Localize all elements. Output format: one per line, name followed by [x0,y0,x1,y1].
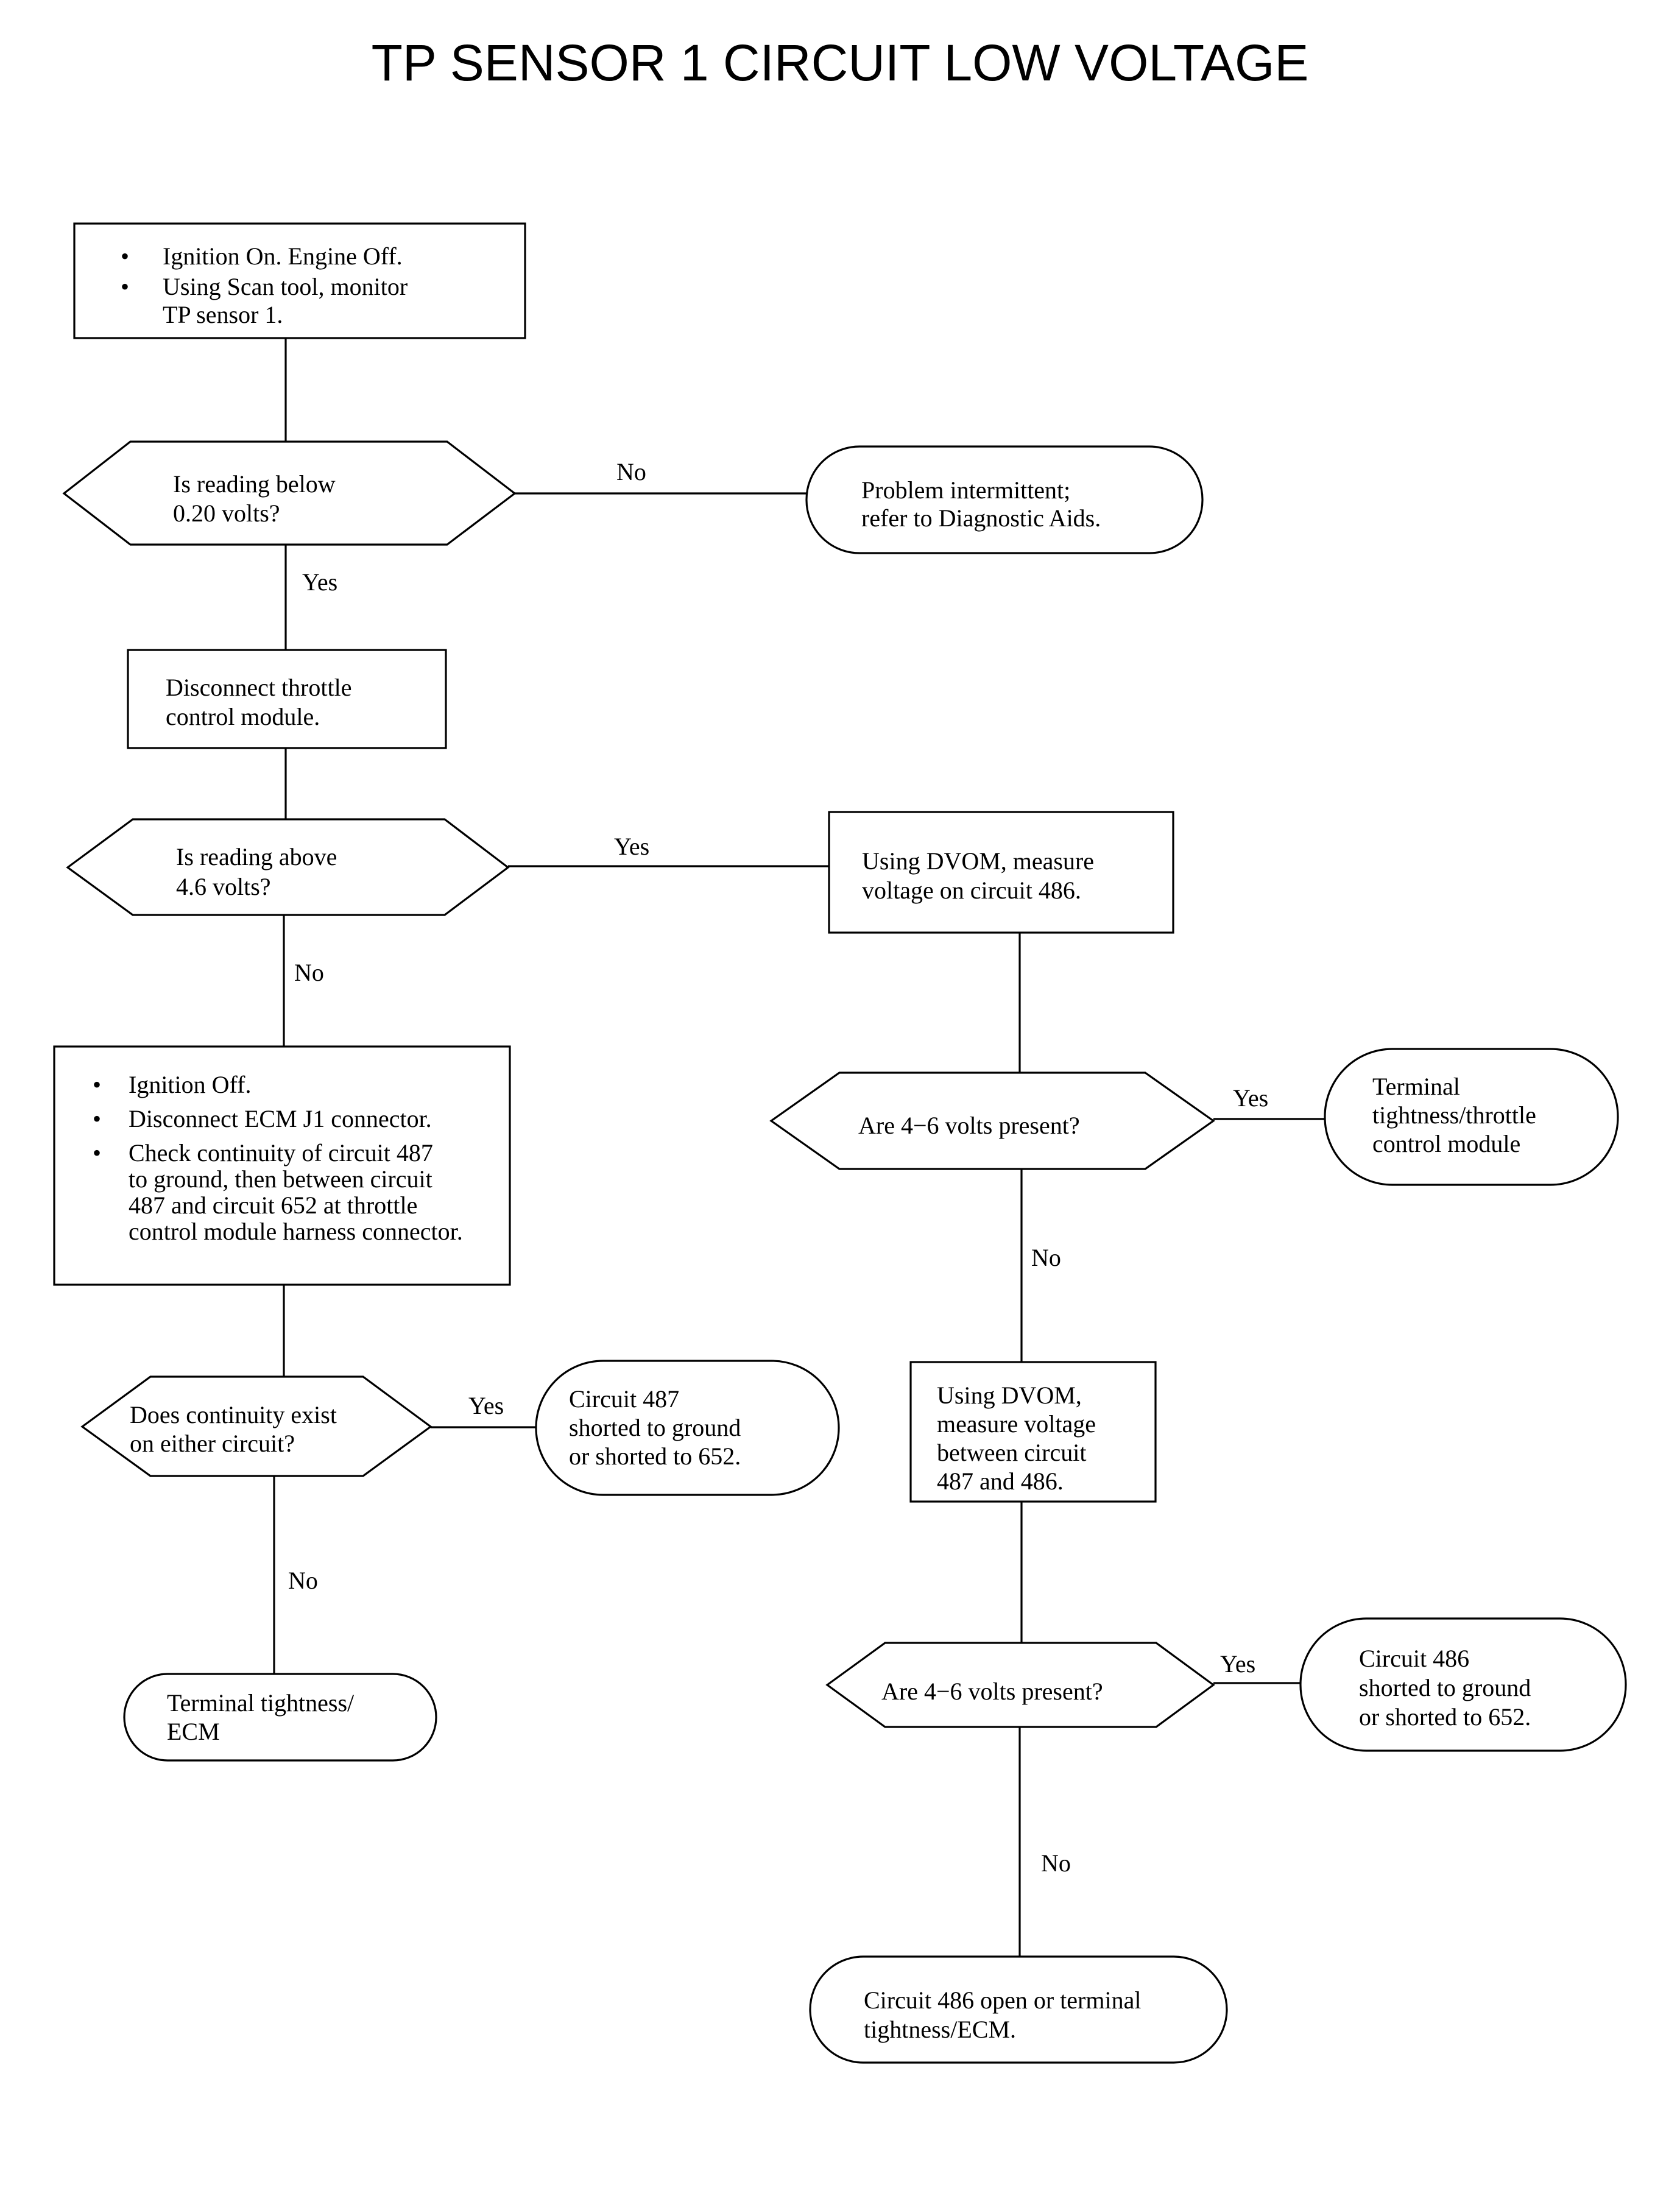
node-q-continuity-diamond [80,1375,432,1477]
node-ignition-off-bullet-3-line-3: 487 and circuit 652 at throttle [129,1191,417,1219]
node-ignition-off-box [53,1045,511,1286]
node-disconnect-box [127,649,447,749]
node-tightness-throttle-line-3: control module [1372,1130,1520,1157]
node-dvom486-line-2: voltage on circuit 486. [862,877,1081,904]
node-ignition-off-bullet-2-dot: • [93,1105,101,1132]
node-tightness-ecm-line-2: ECM [167,1718,220,1745]
node-tightness-throttle-line-1: Terminal [1372,1073,1460,1100]
node-q-volts2-diamond [825,1642,1215,1728]
node-dvom486-box [828,811,1174,934]
node-tightness-ecm-terminal [123,1673,437,1762]
node-dvom487-486-line-2: measure voltage [937,1410,1096,1438]
node-q-volts1-diamond [769,1071,1215,1170]
node-c486-short-line-1: Circuit 486 [1359,1645,1469,1672]
edge-label-q-volts1-yes: Yes [1233,1084,1268,1112]
node-disconnect-line-2: control module. [166,703,320,730]
node-q-below-diamond [62,440,517,546]
node-q-volts2-line-1: Are 4−6 volts present? [881,1678,1103,1705]
node-c486-open-line-2: tightness/ECM. [864,2016,1016,2043]
node-ignition-off-bullet-3-line-2: to ground, then between circuit [129,1165,432,1193]
edge-labels: No Yes Yes No Yes No Yes No Yes No [288,458,1268,1877]
node-shapes [53,222,1627,2064]
connectors [273,338,1325,1957]
node-ignition-off-bullet-3-dot: • [93,1139,101,1167]
node-start-bullet-1: Ignition On. Engine Off. [163,242,403,270]
node-intermittent-line-1: Problem intermittent; [861,476,1070,504]
node-q-above-line-2: 4.6 volts? [176,873,271,900]
node-intermittent-terminal [805,445,1204,554]
node-start-bullet-2-dot: • [121,273,129,300]
node-c486-open-line-1: Circuit 486 open or terminal [864,1986,1141,2014]
node-dvom486-line-1: Using DVOM, measure [862,847,1094,875]
node-tightness-ecm-line-1: Terminal tightness/ [167,1689,355,1717]
node-dvom487-486-line-4: 487 and 486. [937,1467,1064,1495]
node-dvom487-486-line-1: Using DVOM, [937,1382,1082,1409]
node-q-continuity-line-2: on either circuit? [130,1430,295,1457]
node-dvom487-486-line-3: between circuit [937,1439,1086,1466]
node-q-continuity-line-1: Does continuity exist [130,1401,337,1428]
edge-label-q-above-yes: Yes [614,833,649,860]
node-c487-short-line-1: Circuit 487 [569,1385,679,1413]
node-ignition-off-bullet-3-line-1: Check continuity of circuit 487 [129,1139,433,1167]
edge-label-q-volts2-yes: Yes [1220,1650,1255,1678]
node-c486-short-line-2: shorted to ground [1359,1674,1531,1701]
node-start-box [73,222,526,339]
edge-label-q-volts1-no: No [1031,1244,1061,1271]
node-c487-short-line-3: or shorted to 652. [569,1442,741,1470]
node-c486-open-terminal [809,1955,1228,2064]
node-start-bullet-1-dot: • [121,242,129,270]
node-q-below-line-2: 0.20 volts? [173,500,280,527]
edge-label-q-above-no: No [294,959,324,986]
node-q-above-line-1: Is reading above [176,843,337,870]
edge-label-q-continuity-yes: Yes [468,1392,504,1419]
node-q-volts1-line-1: Are 4−6 volts present? [858,1112,1080,1139]
node-ignition-off-bullet-1: Ignition Off. [129,1071,251,1098]
node-tightness-throttle-line-2: tightness/throttle [1372,1101,1536,1129]
node-c486-short-terminal [1299,1617,1627,1752]
node-dvom487-486-box [909,1361,1157,1503]
node-texts: • Ignition On. Engine Off. • Using Scan … [93,242,1536,2043]
edge-label-q-below-no: No [616,458,646,485]
node-disconnect-line-1: Disconnect throttle [166,674,351,701]
node-q-below-line-1: Is reading below [173,470,336,498]
node-ignition-off-bullet-2: Disconnect ECM J1 connector. [129,1105,432,1132]
node-q-above-diamond [66,818,510,916]
node-c486-short-line-3: or shorted to 652. [1359,1703,1531,1731]
node-ignition-off-bullet-1-dot: • [93,1071,101,1098]
node-start-bullet-2-line-1: Using Scan tool, monitor [163,273,408,300]
node-start-bullet-2-line-2: TP sensor 1. [163,301,283,328]
edge-label-q-continuity-no: No [288,1567,318,1594]
node-ignition-off-bullet-3-line-4: control module harness connector. [129,1218,463,1245]
node-c487-short-terminal [535,1360,840,1496]
node-intermittent-line-2: refer to Diagnostic Aids. [861,504,1101,532]
edge-label-q-below-yes: Yes [302,568,337,596]
node-c487-short-line-2: shorted to ground [569,1414,741,1441]
node-tightness-throttle-terminal [1324,1048,1619,1186]
page-title: TP SENSOR 1 CIRCUIT LOW VOLTAGE [372,34,1309,91]
edge-label-q-volts2-no: No [1041,1849,1071,1877]
